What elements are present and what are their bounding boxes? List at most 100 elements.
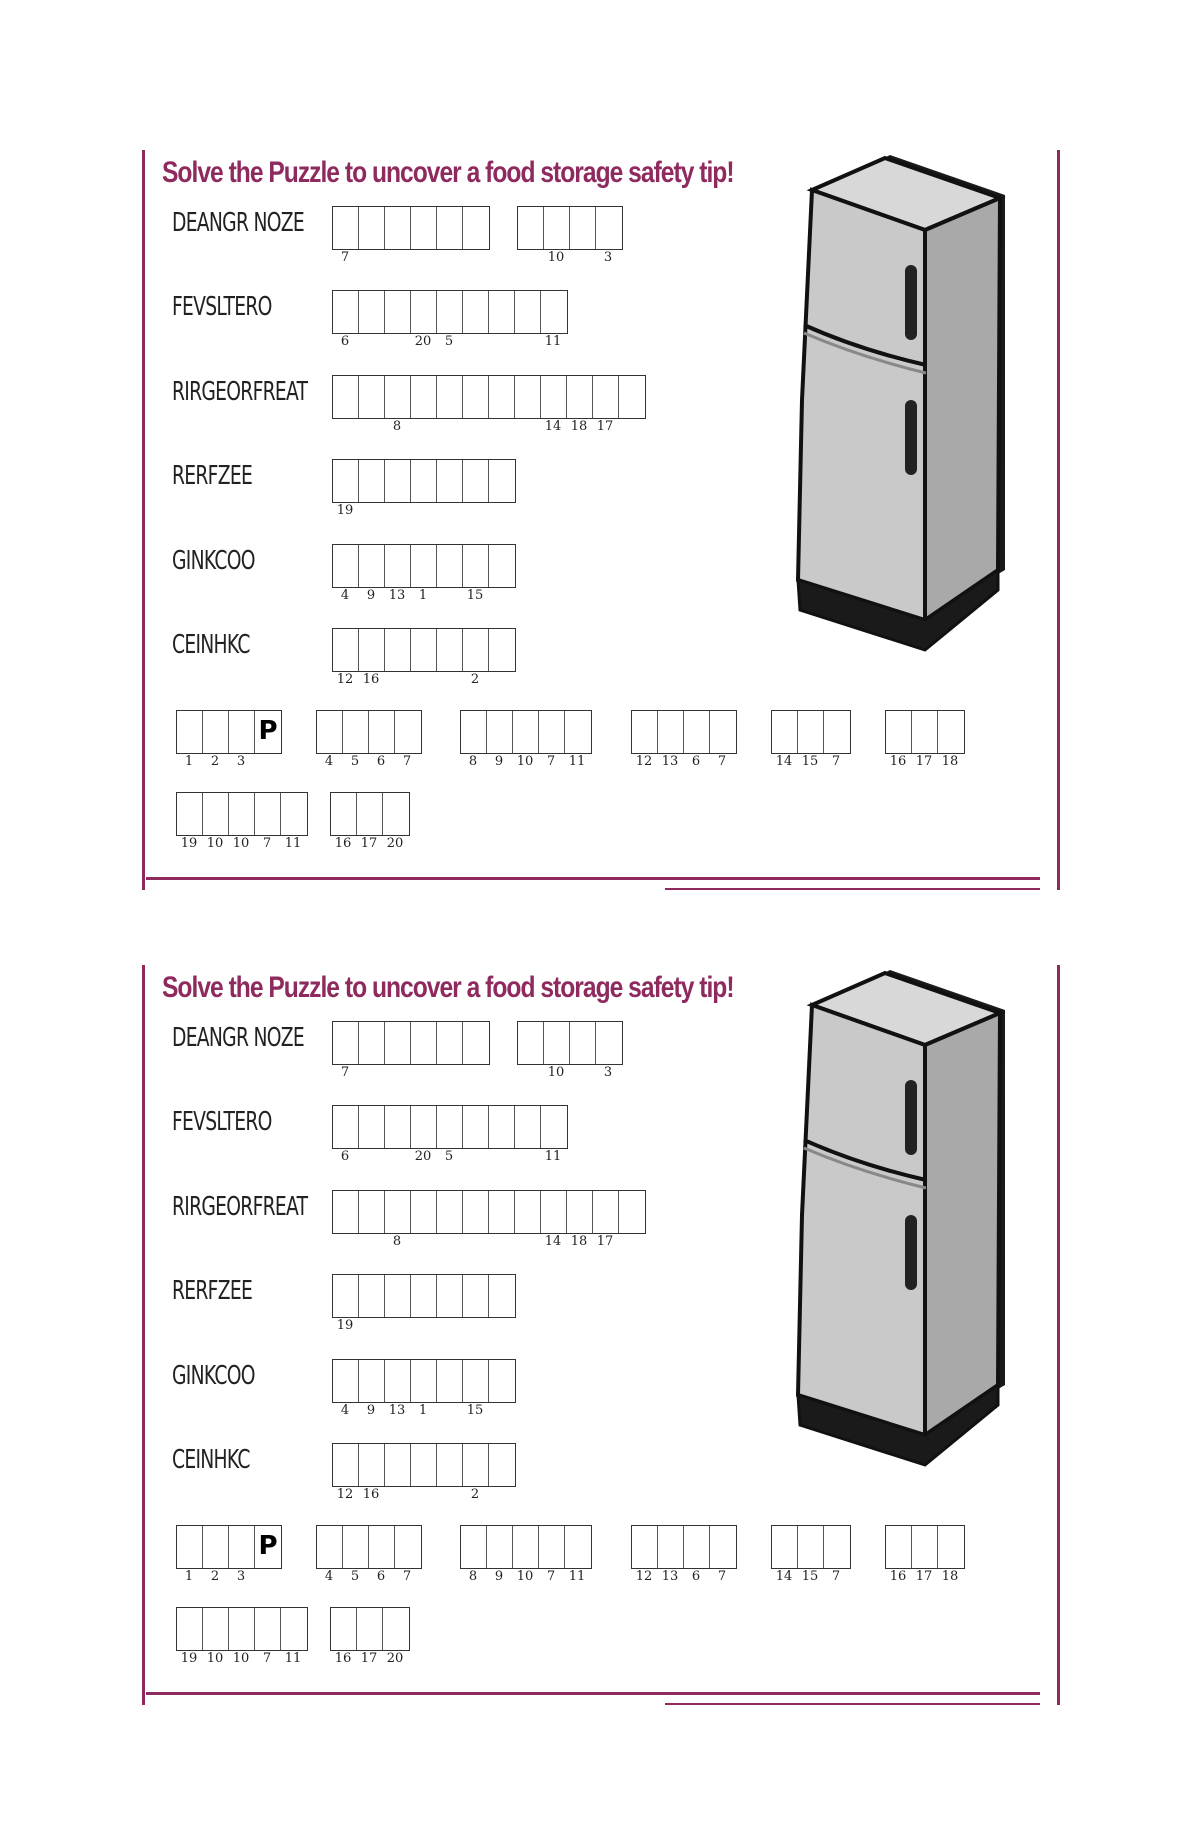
letter-box[interactable] <box>411 1106 437 1148</box>
letter-box[interactable] <box>461 1526 487 1568</box>
letter-box[interactable] <box>333 1444 359 1486</box>
letter-box[interactable] <box>359 1191 385 1233</box>
letter-box[interactable] <box>177 793 203 835</box>
letter-box[interactable] <box>489 1360 515 1402</box>
letter-box[interactable] <box>658 1526 684 1568</box>
letter-box[interactable] <box>912 1526 938 1568</box>
letter-box[interactable] <box>570 1022 596 1064</box>
letter-box[interactable] <box>798 1526 824 1568</box>
letter-box[interactable] <box>513 1526 539 1568</box>
letter-box[interactable] <box>229 1526 255 1568</box>
letter-box[interactable] <box>437 291 463 333</box>
letter-box[interactable] <box>489 460 515 502</box>
letter-box[interactable] <box>437 460 463 502</box>
letter-box[interactable] <box>359 291 385 333</box>
letter-box[interactable] <box>567 376 593 418</box>
letter-box[interactable] <box>463 1360 489 1402</box>
letter-box[interactable] <box>515 376 541 418</box>
letter-box[interactable] <box>229 711 255 753</box>
letter-box[interactable] <box>632 1526 658 1568</box>
letter-box[interactable] <box>437 1191 463 1233</box>
letter-box[interactable] <box>385 460 411 502</box>
letter-box[interactable] <box>411 207 437 249</box>
letter-box[interactable] <box>383 793 409 835</box>
letter-box[interactable] <box>359 629 385 671</box>
letter-box[interactable] <box>333 376 359 418</box>
letter-box[interactable] <box>487 711 513 753</box>
letter-box[interactable] <box>437 1275 463 1317</box>
letter-box[interactable] <box>515 1191 541 1233</box>
letter-box[interactable] <box>938 711 964 753</box>
letter-box[interactable] <box>317 1526 343 1568</box>
letter-box[interactable] <box>539 711 565 753</box>
letter-box[interactable] <box>798 711 824 753</box>
letter-box[interactable] <box>359 207 385 249</box>
letter-box[interactable] <box>772 711 798 753</box>
letter-box[interactable] <box>824 711 850 753</box>
letter-box[interactable] <box>203 793 229 835</box>
letter-box[interactable] <box>411 291 437 333</box>
letter-box[interactable] <box>395 1526 421 1568</box>
letter-box[interactable] <box>489 376 515 418</box>
letter-box[interactable] <box>463 1022 489 1064</box>
letter-box[interactable] <box>333 460 359 502</box>
letter-box[interactable] <box>411 460 437 502</box>
letter-box[interactable] <box>177 1608 203 1650</box>
letter-box[interactable] <box>463 1275 489 1317</box>
letter-box[interactable] <box>331 793 357 835</box>
letter-box[interactable] <box>359 1275 385 1317</box>
letter-box[interactable] <box>385 376 411 418</box>
letter-box[interactable] <box>411 545 437 587</box>
letter-box[interactable] <box>203 1608 229 1650</box>
letter-box[interactable] <box>518 1022 544 1064</box>
letter-box[interactable] <box>463 629 489 671</box>
letter-box[interactable] <box>333 291 359 333</box>
letter-box[interactable] <box>385 1022 411 1064</box>
letter-box[interactable] <box>281 793 307 835</box>
letter-box[interactable] <box>333 1275 359 1317</box>
letter-box[interactable] <box>343 711 369 753</box>
letter-box[interactable] <box>487 1526 513 1568</box>
letter-box[interactable] <box>567 1191 593 1233</box>
letter-box[interactable] <box>411 1444 437 1486</box>
letter-box[interactable]: P <box>258 1531 278 1561</box>
letter-box[interactable] <box>684 711 710 753</box>
letter-box[interactable] <box>541 1191 567 1233</box>
letter-box[interactable] <box>684 1526 710 1568</box>
letter-box[interactable] <box>489 291 515 333</box>
letter-box[interactable] <box>489 629 515 671</box>
letter-box[interactable] <box>632 711 658 753</box>
letter-box[interactable] <box>359 460 385 502</box>
letter-box[interactable] <box>255 793 281 835</box>
letter-box[interactable] <box>710 1526 736 1568</box>
letter-box[interactable] <box>333 1191 359 1233</box>
letter-box[interactable] <box>710 711 736 753</box>
letter-box[interactable] <box>437 376 463 418</box>
letter-box[interactable] <box>515 1106 541 1148</box>
letter-box[interactable] <box>541 291 567 333</box>
letter-box[interactable] <box>593 1191 619 1233</box>
letter-box[interactable] <box>383 1608 409 1650</box>
letter-box[interactable] <box>411 1022 437 1064</box>
letter-box[interactable] <box>489 1106 515 1148</box>
letter-box[interactable] <box>359 1022 385 1064</box>
letter-box[interactable] <box>593 376 619 418</box>
letter-box[interactable] <box>463 545 489 587</box>
letter-box[interactable] <box>489 1275 515 1317</box>
letter-box[interactable] <box>938 1526 964 1568</box>
letter-box[interactable] <box>177 1526 203 1568</box>
letter-box[interactable] <box>203 711 229 753</box>
letter-box[interactable] <box>369 1526 395 1568</box>
letter-box[interactable] <box>437 545 463 587</box>
letter-box[interactable] <box>411 1191 437 1233</box>
letter-box[interactable] <box>518 207 544 249</box>
letter-box[interactable] <box>333 1360 359 1402</box>
letter-box[interactable] <box>565 711 591 753</box>
letter-box[interactable] <box>333 207 359 249</box>
letter-box[interactable] <box>463 291 489 333</box>
letter-box[interactable] <box>541 1106 567 1148</box>
letter-box[interactable] <box>658 711 684 753</box>
letter-box[interactable] <box>411 376 437 418</box>
letter-box[interactable] <box>317 711 343 753</box>
letter-box[interactable] <box>824 1526 850 1568</box>
